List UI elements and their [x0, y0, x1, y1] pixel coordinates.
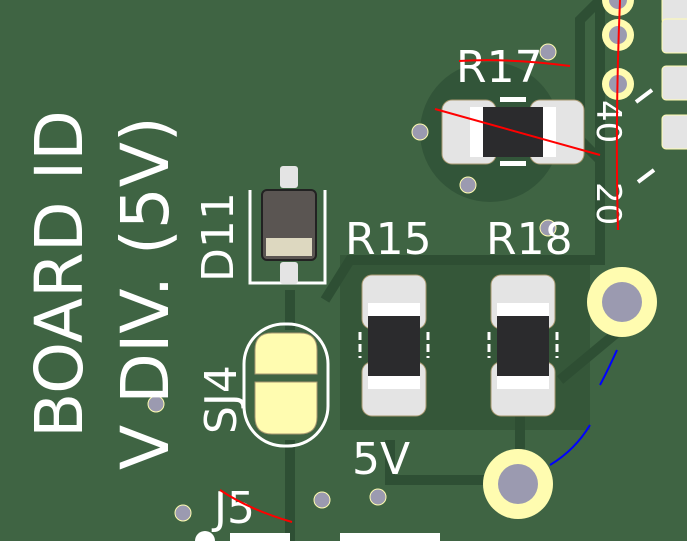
blue-annotations: [549, 349, 618, 466]
vias: [147, 43, 557, 522]
diode-d11: [248, 166, 327, 285]
label-j5: J5: [211, 483, 255, 534]
label-40: 40: [588, 100, 628, 143]
resistor-r15: [358, 274, 430, 417]
label-r17: R17: [456, 42, 543, 93]
resistor-r18: [487, 274, 559, 417]
label-r15: R15: [345, 214, 432, 265]
bottom-pad: [195, 531, 215, 541]
label-board-id: BOARD ID: [21, 110, 98, 438]
red-annotations: [219, 0, 621, 523]
label-5v: 5V: [352, 434, 410, 485]
label-v-div: V DIV. (5V): [107, 116, 184, 470]
label-20: 20: [588, 182, 628, 225]
label-sj4: SJ4: [196, 365, 247, 434]
silk-tick-marks: [634, 88, 656, 184]
connector-pads: [661, 0, 687, 150]
tht-pins: [483, 0, 657, 519]
label-d11: D11: [193, 192, 244, 282]
label-r18: R18: [486, 214, 573, 265]
resistor-r17: [441, 97, 585, 166]
bottom-pad: [340, 533, 440, 541]
solder-jumper-sj4: [242, 322, 330, 448]
bottom-pad: [230, 533, 290, 541]
